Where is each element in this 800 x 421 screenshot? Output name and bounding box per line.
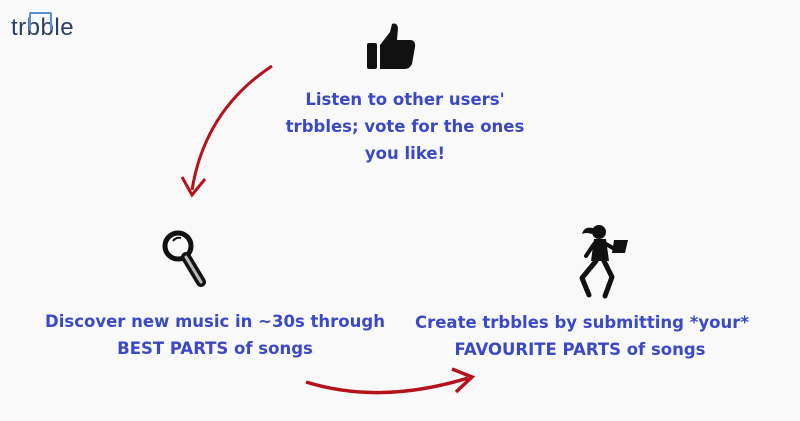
step-discover-line-1: Discover new music in ~30s through: [45, 312, 385, 331]
arrow-top-to-left: [190, 64, 273, 191]
step-vote-caption: Listen to other users' trbbles; vote for…: [255, 86, 555, 167]
arrow-head-left: [180, 176, 207, 198]
magnifying-glass-icon: [162, 230, 206, 287]
logo-text-start: tr: [11, 14, 27, 41]
thumbs-up-icon: [367, 23, 416, 69]
step-create-line-2: FAVOURITE PARTS of songs: [454, 340, 706, 359]
trbble-logo: trbble: [11, 12, 75, 42]
step-vote-line-3: you like!: [364, 144, 446, 163]
step-discover-caption: Discover new music in ~30s through BEST …: [30, 308, 400, 362]
arrow-head-right: [451, 367, 476, 394]
step-create-line-1: Create trbbles by submitting *your*: [415, 313, 749, 332]
step-vote-line-1: Listen to other users': [305, 90, 505, 109]
step-vote-line-2: trbbles; vote for the ones: [285, 117, 525, 136]
arrow-bottom-to-right: [305, 376, 469, 395]
person-with-laptop-icon: [579, 225, 628, 299]
logo-text-mid: bb: [26, 12, 55, 41]
step-discover-line-2: BEST PARTS of songs: [117, 339, 313, 358]
logo-text-end: le: [54, 14, 75, 41]
step-create-caption: Create trbbles by submitting *your* FAVO…: [415, 309, 749, 363]
